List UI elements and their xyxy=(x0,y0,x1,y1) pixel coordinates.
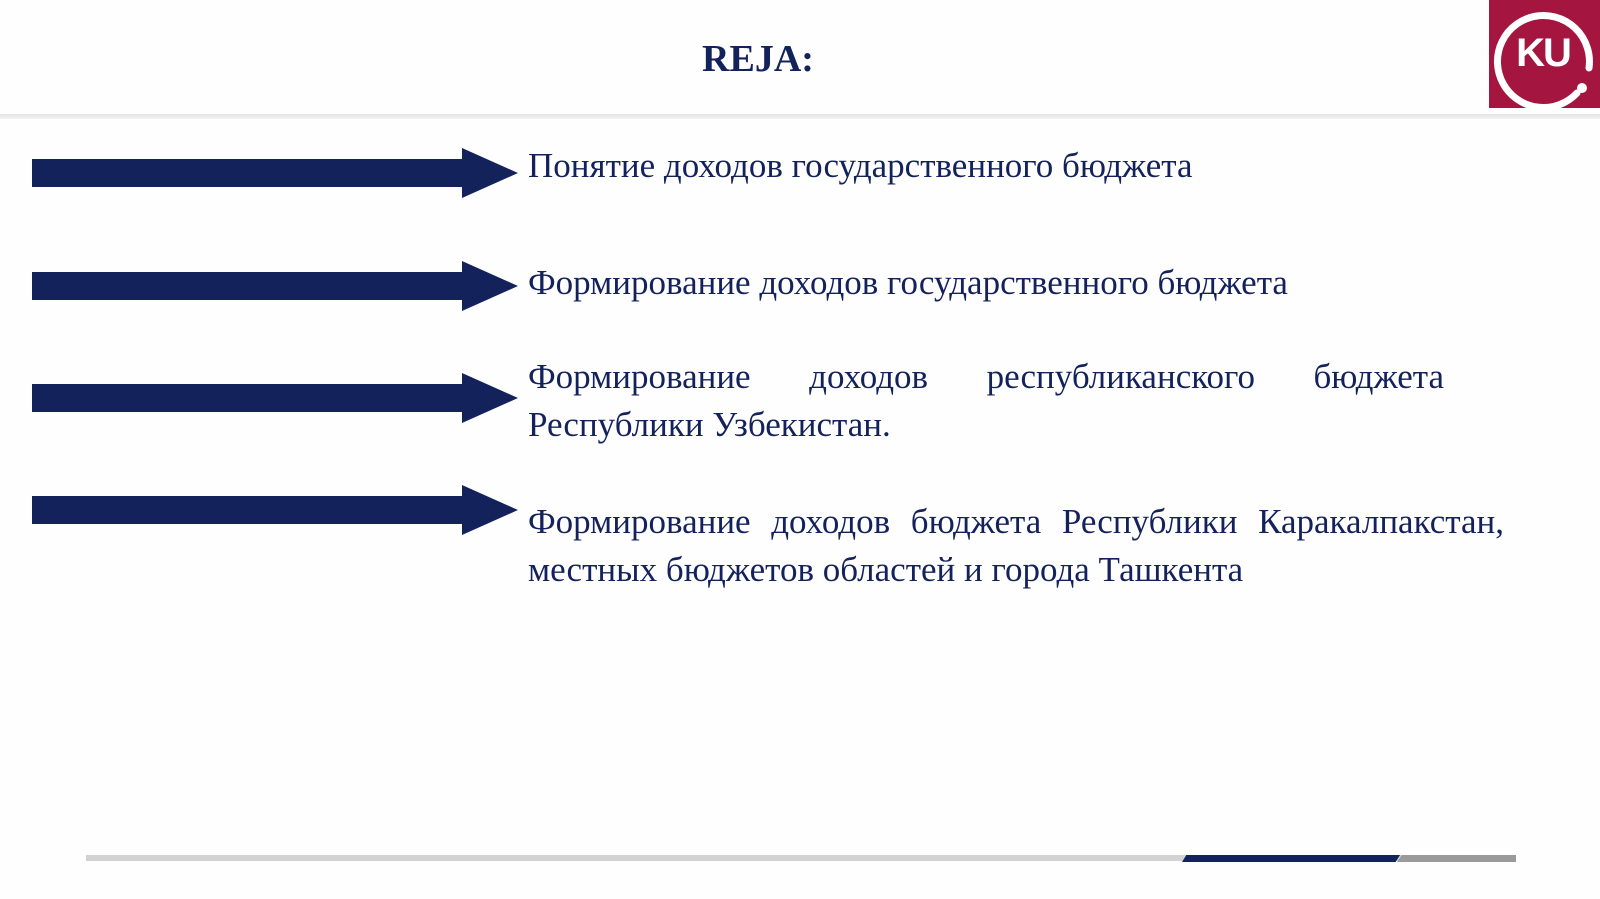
plan-item-2: Формирование доходов государственного бю… xyxy=(528,263,1288,302)
arrow-right-icon xyxy=(32,373,518,423)
arrow-right-icon xyxy=(32,485,518,535)
plan-item-3: Формирование доходов республиканского бю… xyxy=(528,357,1444,444)
arrow-right-icon xyxy=(32,261,518,311)
slide-title: REJA: xyxy=(702,38,814,80)
footer-divider xyxy=(86,855,1516,861)
header-divider xyxy=(0,114,1600,119)
footer-accent-bar xyxy=(1182,855,1400,862)
logo-text: KU xyxy=(1516,31,1572,75)
university-logo: KU xyxy=(1489,0,1600,108)
plan-item-1: Понятие доходов государственного бюджета xyxy=(528,146,1193,185)
plan-item-4: Формирование доходов бюджета Республики … xyxy=(528,502,1504,589)
logo-ring-icon xyxy=(1493,12,1593,108)
footer-accent-bar-gray xyxy=(1397,855,1516,862)
arrow-right-icon xyxy=(32,148,518,198)
